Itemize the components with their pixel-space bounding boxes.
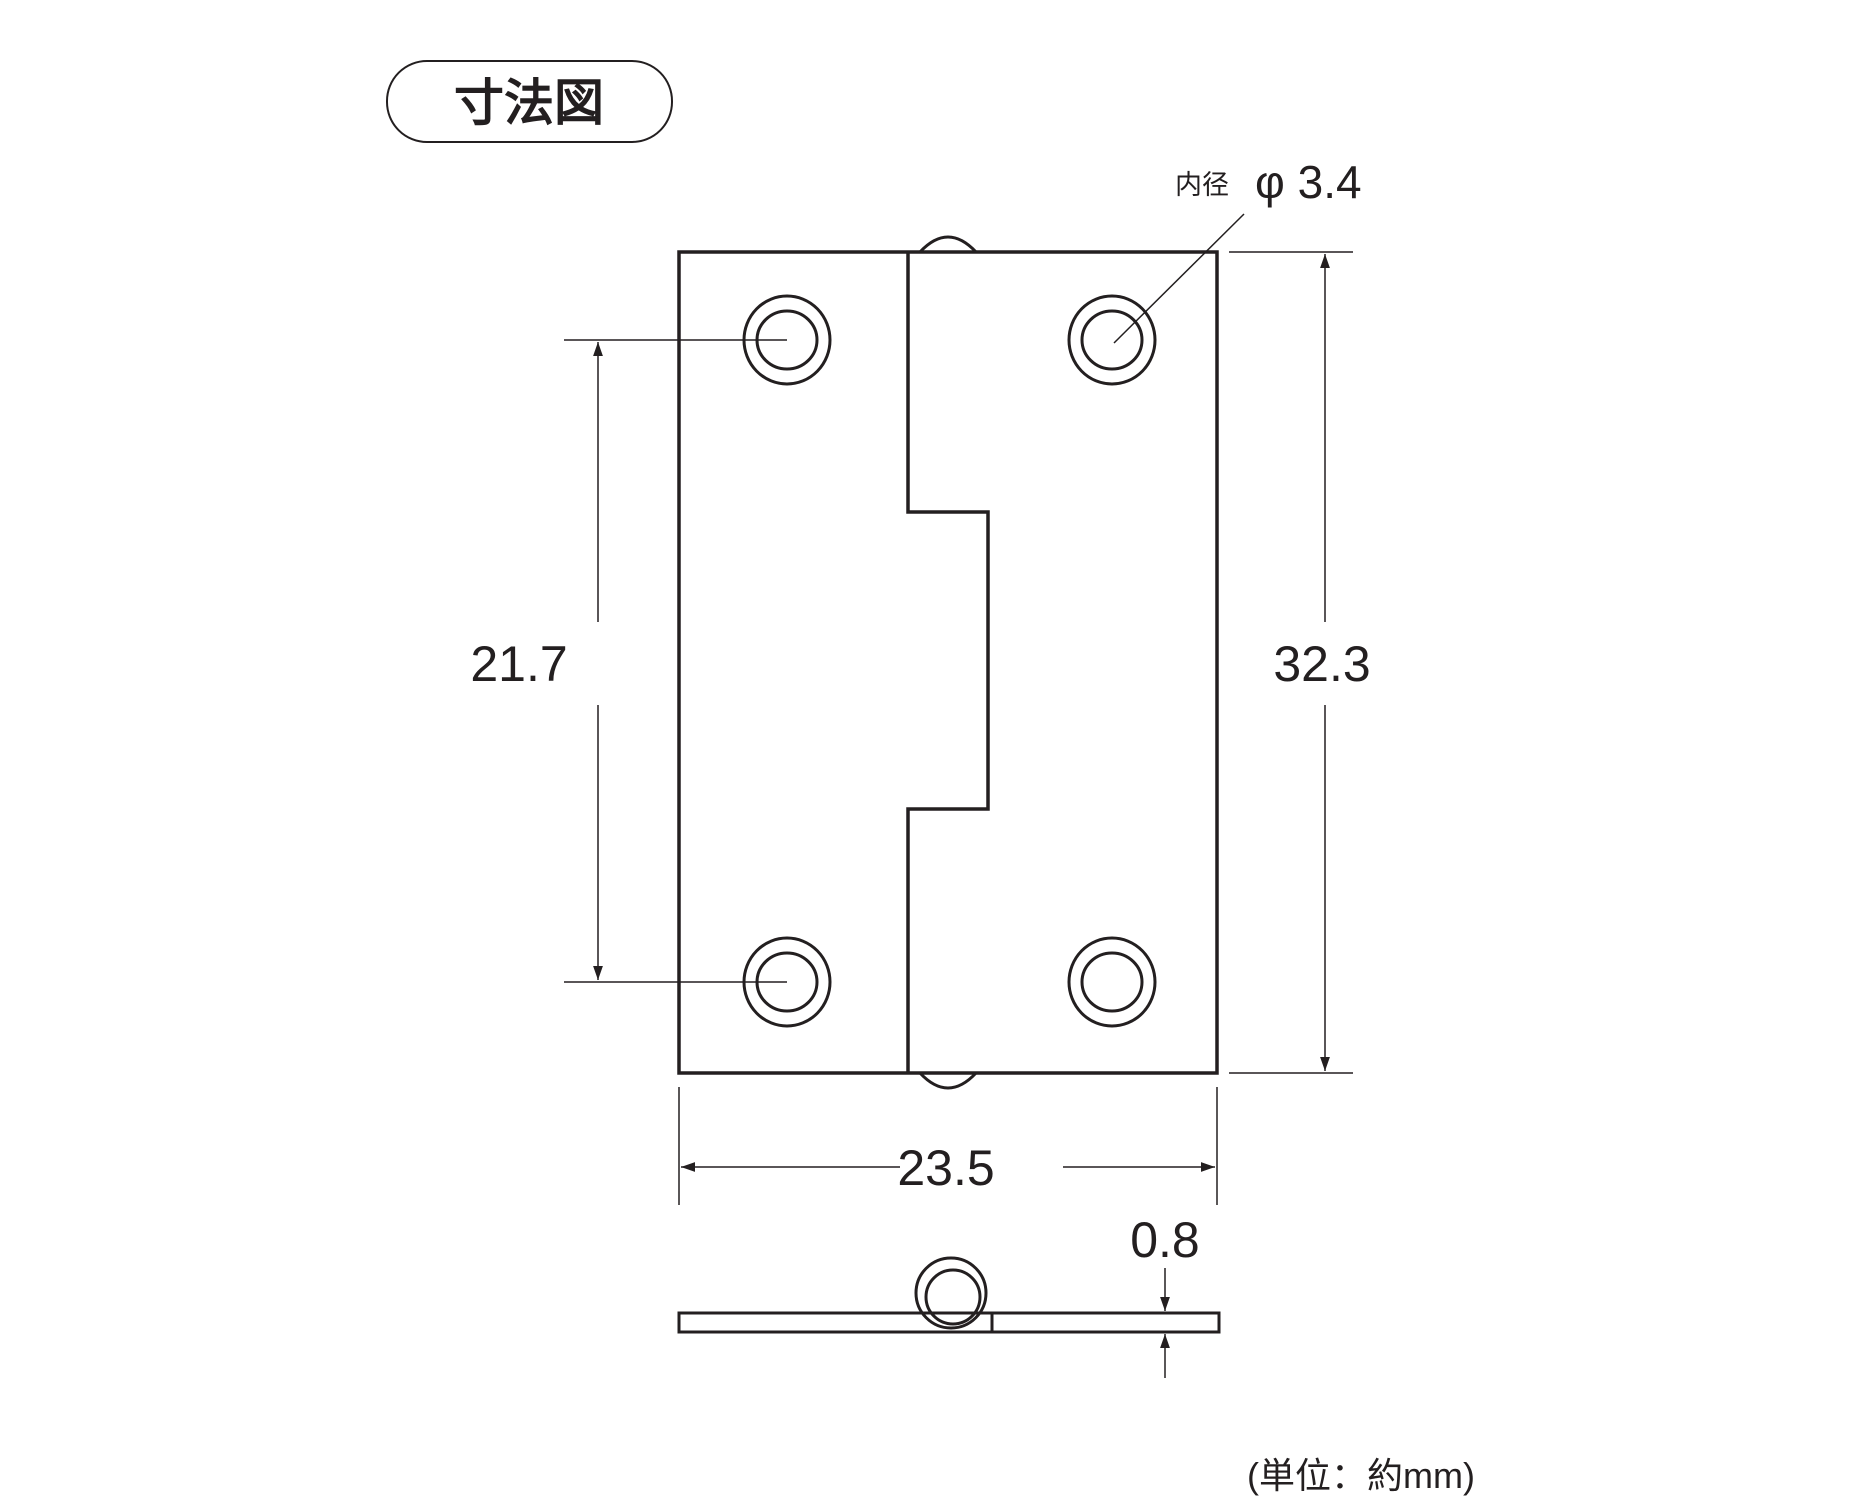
width-dimension: 23.5 [678,1087,1218,1205]
height-value: 32.3 [1273,636,1370,692]
unit-note: (単位：約mm) [1247,1455,1475,1496]
height-dimension: 32.3 [1229,251,1371,1074]
hole-pitch-dimension: 21.7 [470,339,787,983]
title-badge: 寸法図 [386,60,673,143]
title: 寸法図 [454,75,604,131]
screw-hole [1067,936,1157,1028]
hole-pitch-value: 21.7 [470,636,567,692]
thickness-value: 0.8 [1130,1212,1200,1268]
knuckle-top [918,235,978,254]
knuckle-bottom [918,1071,978,1090]
leader-line [1113,213,1245,344]
thickness-dimension: 0.8 [1130,1212,1200,1378]
hinge-side-view [677,1256,1221,1334]
hinge-front-view [677,250,1219,1075]
inner-diameter-label: 内径 [1175,170,1229,200]
width-value: 23.5 [897,1140,994,1196]
inner-diameter-value: φ 3.4 [1255,156,1362,208]
screw-hole [1067,294,1157,386]
